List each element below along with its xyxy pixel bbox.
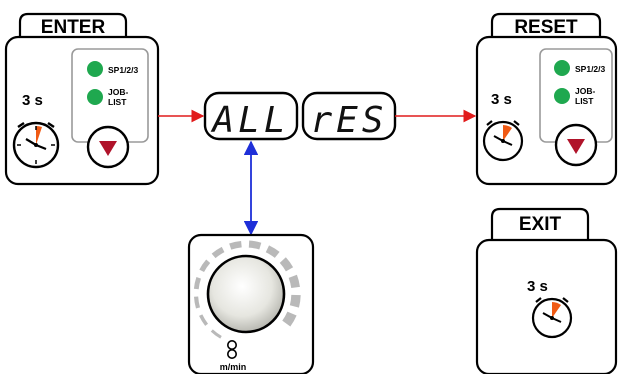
knob-scale-tick: [229, 240, 242, 250]
knob-scale-tick: [193, 277, 201, 290]
knob-scale-ticks: [193, 240, 301, 339]
knob-scale-tick: [289, 294, 301, 308]
knob-scale-tick: [265, 245, 280, 258]
down-arrow-icon: [567, 139, 585, 154]
knob-scale-tick: [210, 329, 222, 339]
exit-panel: EXIT 3 s: [475, 207, 618, 374]
stopwatch-icon: [531, 297, 573, 339]
stopwatch-icon: [12, 121, 60, 169]
knob-unit-label: m/min: [220, 362, 247, 372]
exit-tab-label: EXIT: [519, 214, 562, 235]
knob-scale-tick: [199, 314, 209, 326]
reset-led-job-icon: [554, 88, 570, 104]
down-arrow-icon: [99, 141, 117, 156]
reset-duration: 3 s: [491, 91, 512, 108]
enter-led-job-label-line2: LIST: [108, 97, 127, 107]
display-all-text: ALL: [210, 100, 289, 141]
knob-scale-tick: [282, 311, 297, 327]
display-all: ALL: [203, 91, 299, 141]
reset-led-job-label-line2: LIST: [575, 96, 594, 106]
reset-down-button[interactable]: [554, 123, 598, 167]
display-res-text: rES: [310, 100, 387, 141]
knob-scale-tick: [288, 274, 300, 289]
enter-led-sp-label: SP1/2/3: [108, 65, 139, 75]
enter-duration: 3 s: [22, 92, 43, 109]
enter-tab-label: ENTER: [41, 17, 106, 38]
enter-led-job-label-line1: JOB-: [108, 87, 128, 97]
knob-scale-tick: [248, 240, 262, 250]
knob-panel: m/min: [187, 233, 315, 374]
enter-panel: ENTER 3 s SP1/2/3 JOB- LIST: [4, 12, 160, 186]
reset-led-sp-label: SP1/2/3: [575, 64, 606, 74]
enter-led-sp-icon: [87, 61, 103, 77]
reset-tab-label: RESET: [514, 17, 578, 38]
exit-duration: 3 s: [527, 278, 548, 295]
knob-scale-tick: [211, 246, 225, 259]
knob-scale-tick: [199, 259, 211, 273]
reset-led-job-label-line1: JOB-: [575, 86, 595, 96]
wire-feed-icon: [227, 340, 237, 359]
knob-scale-tick: [194, 296, 201, 309]
display-res: rES: [301, 91, 397, 141]
enter-led-job-icon: [87, 89, 103, 105]
reset-panel: RESET 3 s SP1/2/3 JOB- LIST: [475, 12, 618, 186]
enter-down-button[interactable]: [86, 125, 130, 169]
stopwatch-icon: [482, 120, 524, 162]
reset-led-sp-icon: [554, 60, 570, 76]
knob-scale-tick: [279, 257, 294, 272]
rotary-knob-icon[interactable]: [206, 254, 286, 334]
